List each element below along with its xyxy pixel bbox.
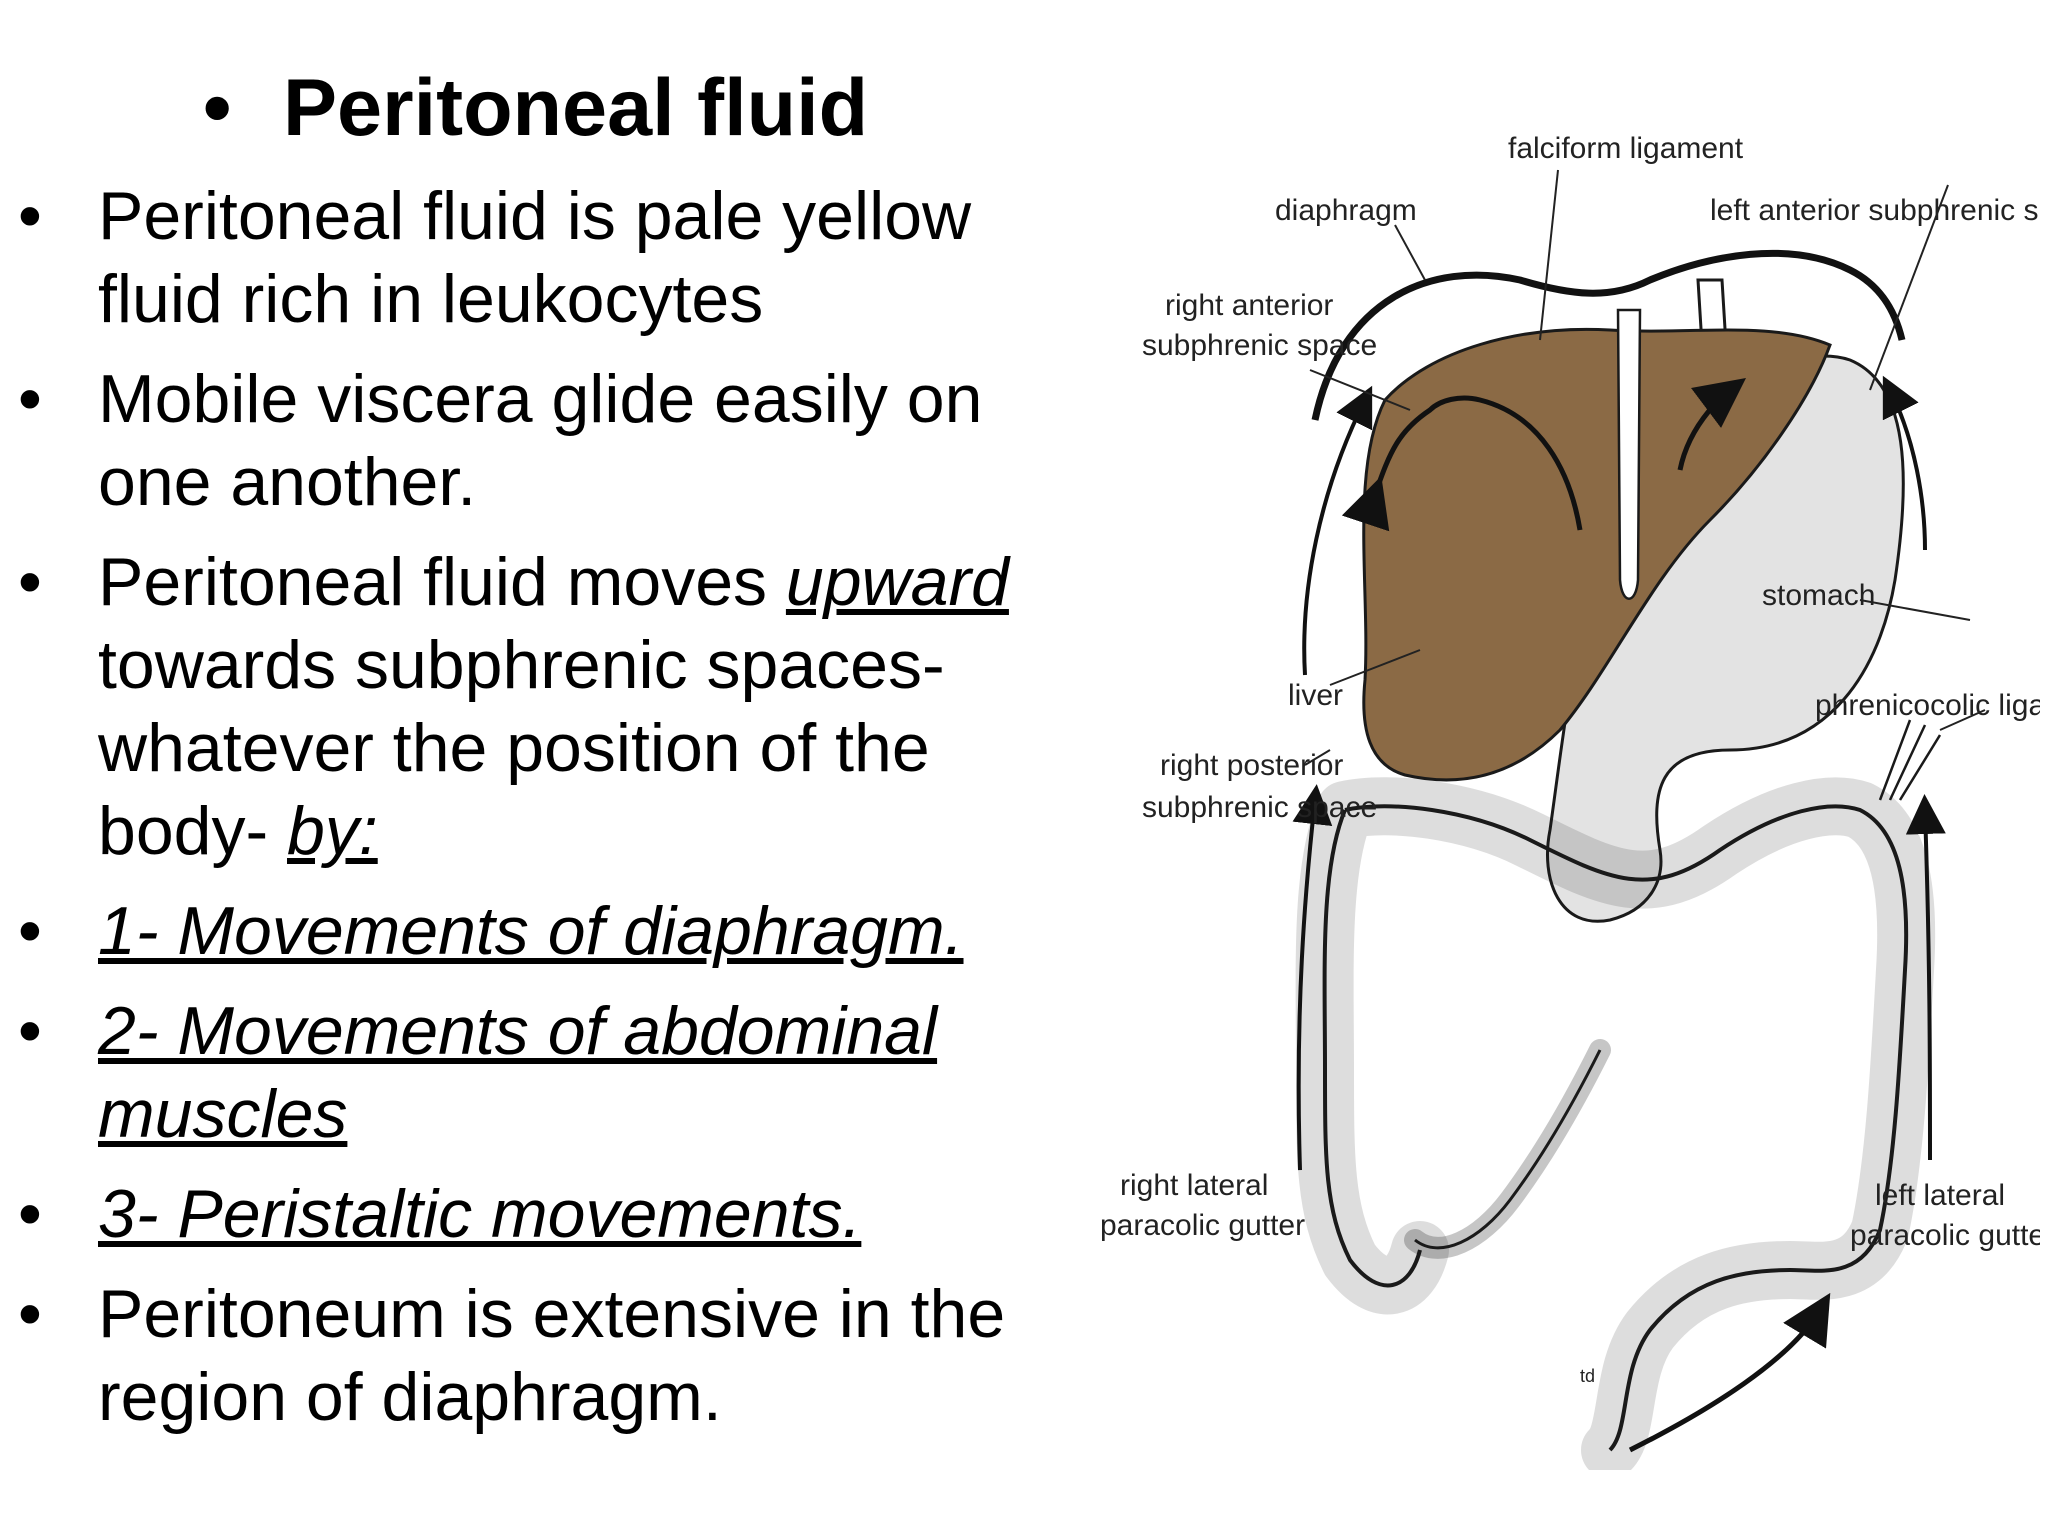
- label-left-lateral-line1: left lateral: [1875, 1179, 2005, 1212]
- bullet-text-fluid-moves: Peritoneal fluid moves upward towards su…: [98, 544, 1009, 869]
- bullet-dot: •: [18, 993, 42, 1069]
- label-right-posterior-line1: right posterior: [1160, 749, 1343, 782]
- bullet-text-abdominal-muscles: 2- Movements of abdominal muscles: [98, 993, 938, 1152]
- label-left-lateral-line2: paracolic gutter: [1850, 1219, 2040, 1252]
- bullet-item: • 2- Movements of abdominal muscles: [18, 990, 1058, 1156]
- bullet-text-peristaltic: 3- Peristaltic movements.: [98, 1176, 862, 1252]
- bullet-text-peritoneum-extent: Peritoneum is extensive in the region of…: [98, 1276, 1006, 1435]
- left-side-arrow: [1905, 794, 1946, 1161]
- bullet-item: • Peritoneal fluid moves upward towards …: [18, 541, 1058, 873]
- bullet-dot: •: [18, 178, 42, 254]
- bullet-item: • Mobile viscera glide easily on one ano…: [18, 358, 1058, 524]
- falciform-ligament-shape: [1616, 308, 1642, 600]
- bullet-dot: •: [18, 544, 42, 620]
- text-pre: Peritoneal fluid moves: [98, 544, 786, 620]
- text-mid: towards subphrenic spaces-whatever the p…: [98, 627, 945, 869]
- bullet-item: • 3- Peristaltic movements.: [18, 1173, 1058, 1256]
- bullet-item: • Peritoneum is extensive in the region …: [18, 1273, 1058, 1439]
- diaphragm-shape: [1311, 249, 1906, 421]
- bullet-text-viscera-glide: Mobile viscera glide easily on one anoth…: [98, 361, 983, 520]
- leader-lines: [1304, 169, 1986, 766]
- bullet-text-diaphragm-movements: 1- Movements of diaphragm.: [98, 893, 964, 969]
- right-subphrenic-arrow: [1341, 395, 1583, 532]
- anatomy-diagram: falciform ligament diaphragm left anteri…: [1090, 110, 2048, 1479]
- bullet-list: • Peritoneal fluid is pale yellow fluid …: [18, 175, 1058, 1456]
- label-stomach: stomach: [1762, 579, 1875, 612]
- left-subphrenic-arrow: [1677, 377, 1746, 471]
- text-by: by:: [287, 793, 378, 869]
- bullet-item: • 1- Movements of diaphragm.: [18, 890, 1058, 973]
- slide-title: • Peritoneal fluid: [203, 60, 868, 157]
- label-diaphragm: diaphragm: [1275, 194, 1417, 227]
- title-bullet: •: [203, 63, 232, 153]
- right-upper-arrow: [1302, 385, 1373, 676]
- bullet-dot: •: [18, 361, 42, 437]
- bullet-dot: •: [18, 1276, 42, 1352]
- label-right-posterior-line2: subphrenic space: [1142, 791, 1377, 824]
- label-falciform-ligament: falciform ligament: [1508, 132, 1744, 165]
- bottom-arrow: [1628, 1292, 1831, 1453]
- text-upward: upward: [785, 544, 1009, 620]
- label-right-anterior-line1: right anterior: [1165, 289, 1333, 322]
- bullet-text-fluid-composition: Peritoneal fluid is pale yellow fluid ri…: [98, 178, 972, 337]
- colon-shape: [1295, 777, 1936, 1479]
- bullet-item: • Peritoneal fluid is pale yellow fluid …: [18, 175, 1058, 341]
- left-upper-arrow: [1882, 375, 1927, 551]
- right-side-arrow: [1292, 784, 1333, 1171]
- label-liver: liver: [1288, 679, 1343, 712]
- title-text: Peritoneal fluid: [283, 63, 869, 153]
- label-right-lateral-line2: paracolic gutter: [1100, 1209, 1305, 1242]
- bullet-dot: •: [18, 1176, 42, 1252]
- label-signature: td: [1580, 1366, 1595, 1386]
- small-intestine-outline: [1414, 1049, 1602, 1250]
- anatomy-diagram-svg: falciform ligament diaphragm left anteri…: [1100, 132, 2048, 1479]
- small-intestine-shape: [1404, 1039, 1611, 1259]
- phrenicocolic-lines: [1878, 719, 1942, 801]
- label-right-lateral-line1: right lateral: [1120, 1169, 1268, 1202]
- label-left-anterior-subphrenic-space: left anterior subphrenic space: [1710, 194, 2040, 227]
- label-right-anterior-line2: subphrenic space: [1142, 329, 1377, 362]
- label-phrenicocolic-ligament: phrenicocolic ligament: [1815, 689, 2040, 722]
- bullet-dot: •: [18, 893, 42, 969]
- colon-outline: [1322, 804, 1909, 1452]
